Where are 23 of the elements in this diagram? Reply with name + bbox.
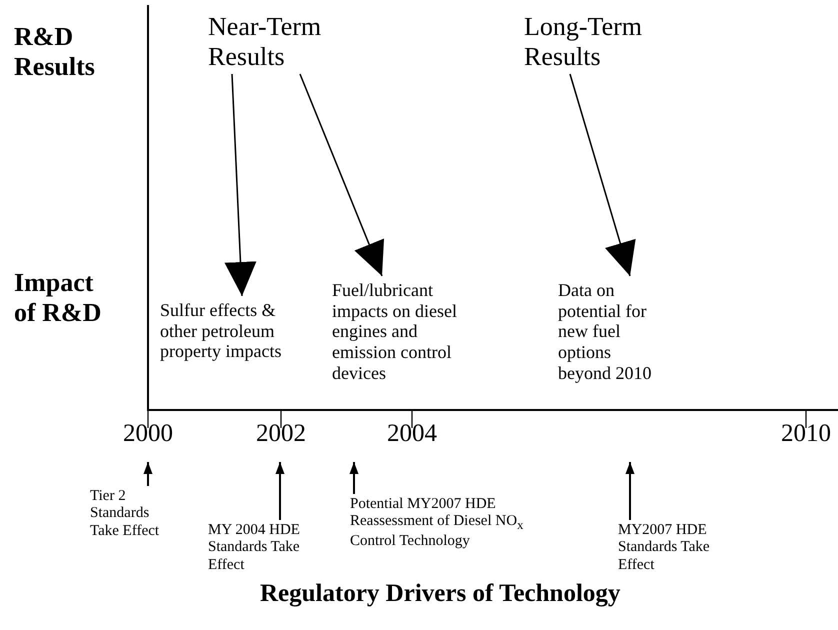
regulatory-note: Tier 2 Standards Take Effect — [90, 488, 175, 540]
arrow — [276, 462, 284, 520]
arrow — [626, 462, 634, 520]
arrow — [350, 462, 358, 494]
year-label: 2010 — [781, 420, 831, 449]
row-heading: R&D Results — [14, 22, 96, 82]
axis-title: Regulatory Drivers of Technology — [260, 580, 620, 609]
arrow — [299, 74, 384, 276]
regulatory-note: MY2007 HDE Standards Take Effect — [618, 522, 743, 574]
impact-description: Fuel/lubricant impacts on diesel engines and emission control devices — [332, 280, 472, 384]
year-label: 2004 — [387, 420, 437, 449]
result-heading: Near-Term Results — [208, 12, 358, 72]
impact-description: Data on potential for new fuel options beyond 2010 — [558, 280, 663, 384]
impact-description: Sulfur effects & other petroleum property impacts — [160, 300, 295, 362]
regulatory-note: MY 2004 HDE Standards Take Effect — [208, 522, 333, 574]
arrow — [569, 74, 636, 276]
year-label: 2002 — [256, 420, 306, 449]
arrow — [224, 74, 256, 296]
row-heading: Impact of R&D — [14, 268, 102, 328]
regulatory-note: Potential MY2007 HDE Reassessment of Diesel NO$_{x}$ Control Technology — [350, 496, 560, 550]
arrow — [144, 462, 152, 486]
year-label: 2000 — [123, 420, 173, 449]
result-heading: Long-Term Results — [524, 12, 674, 72]
